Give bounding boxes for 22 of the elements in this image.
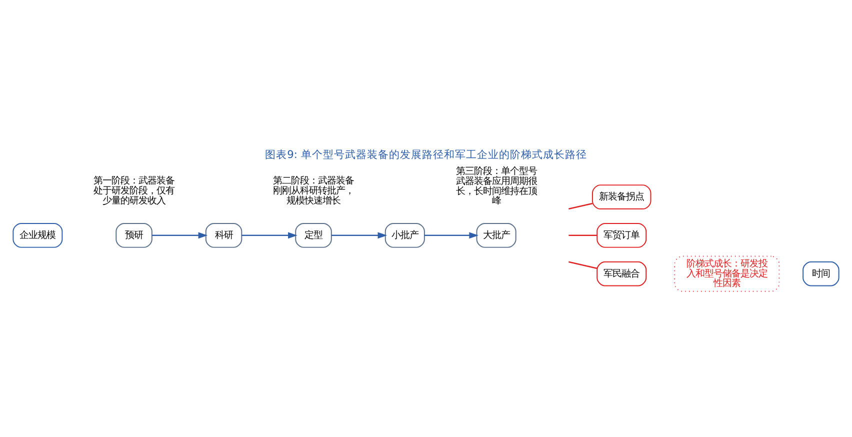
- node-box: 预研: [116, 222, 152, 248]
- arrow: [424, 232, 478, 238]
- arrow: [332, 232, 388, 238]
- node-box: 新装备拐点: [592, 184, 652, 209]
- label: 第二阶段：武器装备刚刚从科研转批产，规模快速增长: [273, 175, 354, 206]
- diagram-title: 图表9: 单个型号武器装备的发展路径和军工企业的阶梯式成长路径: [265, 148, 587, 160]
- node-box: 小批产: [384, 222, 425, 248]
- arrow: [242, 232, 298, 238]
- node-box: 军贸订单: [596, 222, 647, 248]
- node-box: 定型: [295, 222, 332, 248]
- node-box: 科研: [205, 222, 242, 248]
- node-box: 阶梯式成长：研发投入和型号储备是决定性因素: [674, 255, 780, 292]
- arrow: [152, 232, 208, 238]
- node-box: 时间: [802, 260, 840, 286]
- label: 第三阶段：单个型号武器装备应用周期很长，长时间维持在顶峰: [456, 165, 537, 206]
- node-box: 大批产: [476, 222, 516, 248]
- label: 第一阶段：武器装备处于研发阶段，仅有少量的研发收入: [94, 175, 175, 206]
- node-box: 企业规模: [12, 222, 63, 248]
- connector: [568, 234, 597, 236]
- connector: [568, 260, 598, 268]
- node-box: 军民融合: [596, 260, 647, 286]
- connector: [568, 202, 593, 210]
